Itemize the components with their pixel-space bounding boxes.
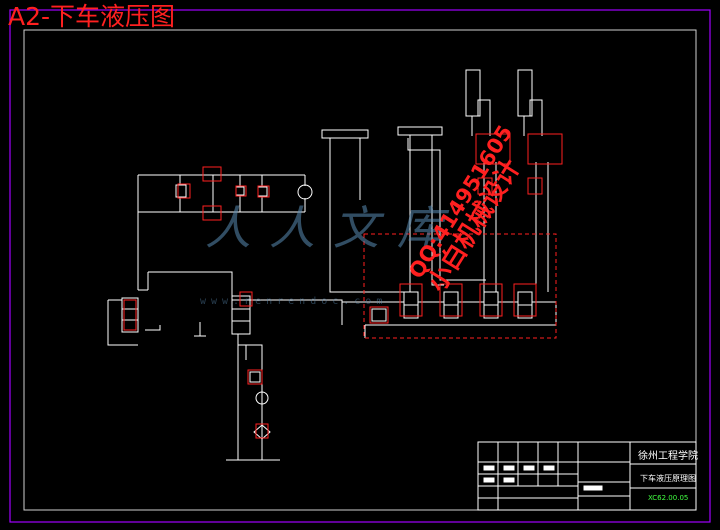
filter-symbol	[253, 424, 271, 440]
sheet-title: A2-下车液压图	[8, 2, 176, 31]
left-directional-valve	[121, 297, 139, 333]
watermark-url: www.renrendoc.com	[200, 296, 388, 307]
outer-sheet-border	[9, 9, 711, 523]
title-block	[477, 441, 697, 511]
hydraulic-cylinder-2	[397, 126, 443, 136]
pump-symbol	[255, 391, 269, 405]
title-block-drawing-number: XC62.00.05	[648, 494, 689, 502]
red-component-highlights	[123, 133, 563, 439]
hydraulic-cylinder-4	[517, 69, 533, 117]
valve-bank-dashed-boundary	[363, 233, 557, 339]
watermark-logo: 人人文库	[205, 201, 461, 255]
drawing-frame	[23, 29, 697, 511]
title-block-drawing-name: 下车液压原理图	[640, 474, 696, 483]
hydraulic-circuit	[107, 69, 557, 461]
title-block-school: 徐州工程学院	[638, 451, 698, 462]
hydraulic-motor-symbol	[297, 184, 313, 200]
hydraulic-cylinder-3	[465, 69, 481, 117]
hydraulic-cylinder-1	[321, 129, 369, 139]
